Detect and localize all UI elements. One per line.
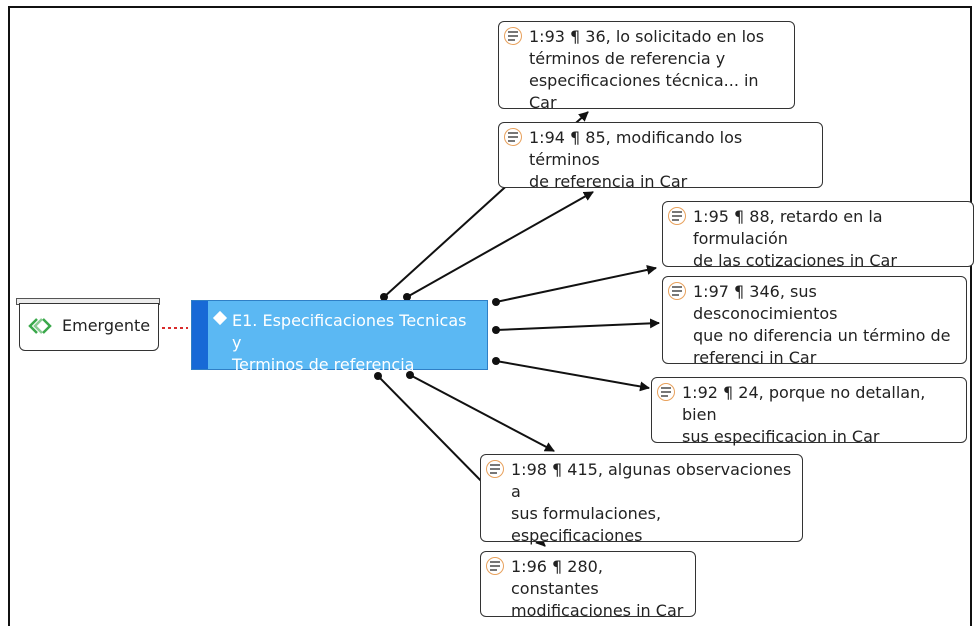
- link-dot: [406, 371, 414, 379]
- quote-line: referenci in Car: [693, 348, 817, 367]
- group-label: Emergente: [62, 316, 151, 335]
- quote-line: 1:96 ¶ 280, constantes: [511, 557, 603, 598]
- quote-icon: [486, 460, 504, 478]
- quote-icon: [668, 282, 686, 300]
- quote-line: de referencia in Car: [529, 172, 688, 191]
- quote-line: 1:93 ¶ 36, lo solicitado en los: [529, 27, 765, 46]
- quote-line: especificaciones técnica... in Car: [529, 71, 759, 112]
- quote-line: 1:94 ¶ 85, modificando los términos: [529, 128, 743, 169]
- link-q98: [409, 374, 555, 452]
- link-dot: [403, 293, 411, 301]
- diamond-icon: [212, 310, 228, 326]
- quote-line: 1:97 ¶ 346, sus desconocimientos: [693, 282, 838, 323]
- link-dot: [492, 326, 500, 334]
- quote-icon: [668, 207, 686, 225]
- quote-icon: [657, 383, 675, 401]
- quote-line: 1:92 ¶ 24, porque no detallan, bien: [682, 383, 926, 424]
- quote-line: de las cotizaciones in Car: [693, 251, 897, 270]
- code-node-strip: [192, 301, 208, 369]
- link-q92: [495, 360, 650, 392]
- quote-node-1-96[interactable]: 1:96 ¶ 280, constantes modificaciones in…: [480, 551, 696, 620]
- quote-line: que no diferencia un término de: [693, 326, 951, 345]
- quote-node-1-98[interactable]: 1:98 ¶ 415, algunas observaciones a sus …: [480, 454, 803, 567]
- quote-node-1-97[interactable]: 1:97 ¶ 346, sus desconocimientos que no …: [662, 276, 967, 367]
- quote-line: 1:98 ¶ 415, algunas observaciones a: [511, 460, 792, 501]
- link-dot: [492, 357, 500, 365]
- code-node-e1[interactable]: E1. Especificaciones Tecnicas y Terminos…: [191, 300, 488, 374]
- quote-icon: [504, 27, 522, 45]
- quote-line: 1:95 ¶ 88, retardo en la formulación: [693, 207, 883, 248]
- link-q97: [495, 318, 660, 331]
- quote-node-1-94[interactable]: 1:94 ¶ 85, modificando los términos de r…: [498, 122, 823, 191]
- quote-line: términos de referencia y: [529, 49, 726, 68]
- quote-node-1-92[interactable]: 1:92 ¶ 24, porque no detallan, bien sus …: [651, 377, 967, 446]
- quote-line: modificaciones in Car: [511, 601, 684, 620]
- quote-node-1-95[interactable]: 1:95 ¶ 88, retardo en la formulación de …: [662, 201, 974, 270]
- quote-icon: [504, 128, 522, 146]
- quote-node-1-93[interactable]: 1:93 ¶ 36, lo solicitado en los términos…: [498, 21, 795, 112]
- link-q94: [406, 191, 594, 298]
- quote-icon: [486, 557, 504, 575]
- group-node-emergente[interactable]: Emergente: [19, 303, 159, 351]
- quote-line: sus formulaciones, especificaciones: [511, 504, 662, 545]
- link-q95: [495, 264, 657, 303]
- double-diamond-icon: [28, 318, 52, 334]
- quote-line: sus especificacion in Car: [682, 427, 880, 446]
- link-dot: [374, 372, 382, 380]
- code-label-line-1: E1. Especificaciones Tecnicas y: [232, 311, 467, 352]
- code-label-line-2: Terminos de referencia: [232, 355, 415, 374]
- link-dot: [492, 298, 500, 306]
- link-dot: [380, 293, 388, 301]
